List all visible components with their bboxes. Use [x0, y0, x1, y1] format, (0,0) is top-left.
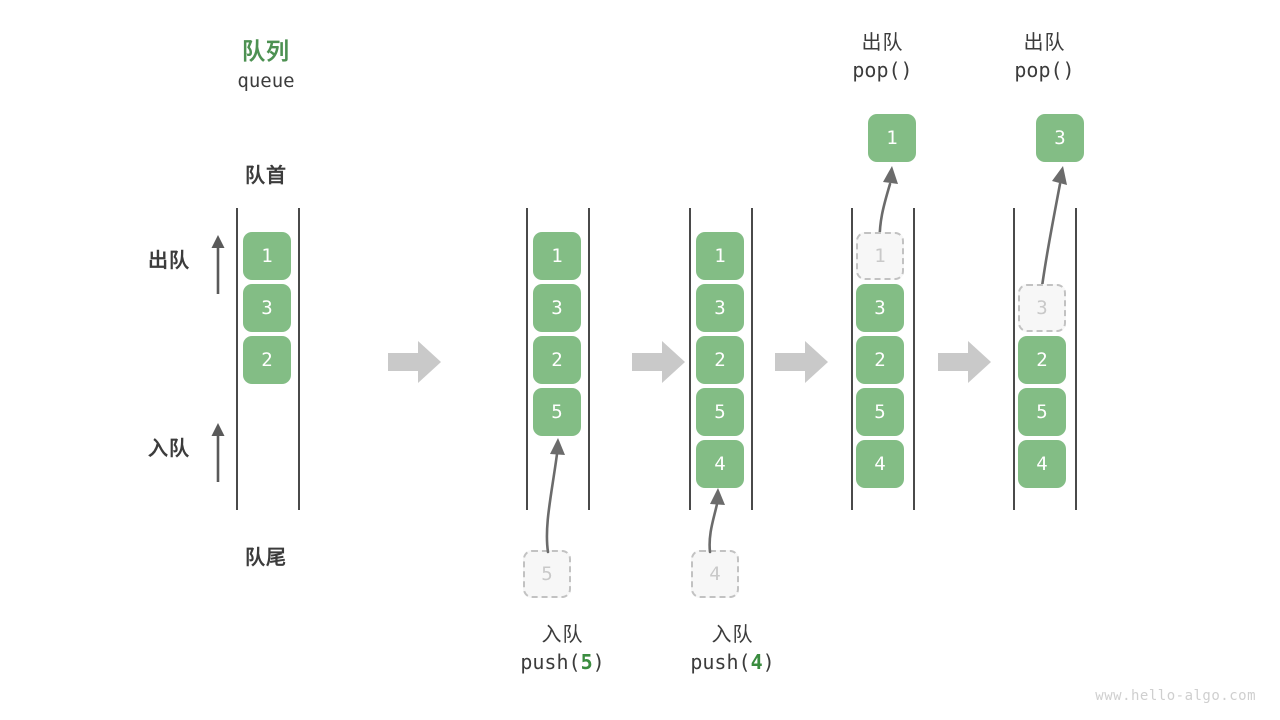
queue-rail-right-stage-4 — [1075, 208, 1077, 510]
flow-arrow-icon — [388, 341, 441, 383]
stage-caption-en: push(4) — [625, 648, 840, 676]
queue-cell: 5 — [1018, 388, 1066, 436]
queue-cell-removed: 1 — [856, 232, 904, 280]
queue-cell-new: 4 — [696, 440, 744, 488]
push-motion-arrow-icon — [545, 438, 565, 554]
queue-cell: 2 — [696, 336, 744, 384]
queue-rear-label: 队尾 — [245, 545, 287, 569]
queue-cell-removed: 3 — [1018, 284, 1066, 332]
queue-cell: 2 — [1018, 336, 1066, 384]
queue-rail-left-stage-4 — [1013, 208, 1015, 510]
stage-header-en: pop() — [1014, 58, 1075, 83]
caption-suffix: ) — [762, 650, 775, 675]
queue-rail-right-stage-2 — [751, 208, 753, 510]
page-title-en: queue — [237, 70, 295, 92]
dequeue-direction-label: 出队 — [148, 248, 190, 272]
page-title-cn: 队列 — [242, 39, 290, 65]
dequeue-arrow-icon — [211, 235, 225, 294]
queue-cell: 5 — [856, 388, 904, 436]
stage-caption-cn: 入队 — [541, 622, 584, 646]
stage-header-pop-3: 出队 pop() — [952, 28, 1137, 85]
incoming-ghost-cell: 4 — [691, 550, 739, 598]
caption-arg: 4 — [750, 650, 763, 675]
stage-header-en: pop() — [852, 58, 913, 83]
queue-cell: 5 — [696, 388, 744, 436]
queue-cell: 2 — [856, 336, 904, 384]
stage-header-cn: 出队 — [861, 30, 904, 54]
queue-cell: 3 — [243, 284, 291, 332]
popped-cell: 3 — [1036, 114, 1084, 162]
stage-caption-push-5: 入队 push(5) — [455, 620, 670, 677]
caption-prefix: push( — [520, 650, 581, 675]
stage-caption-en: push(5) — [455, 648, 670, 676]
stage-header-pop-1: 出队 pop() — [790, 28, 975, 85]
queue-cell: 3 — [856, 284, 904, 332]
queue-cell: 1 — [696, 232, 744, 280]
queue-rail-right-stage-1 — [588, 208, 590, 510]
caption-prefix: push( — [690, 650, 751, 675]
push-motion-arrow-icon — [708, 488, 725, 554]
caption-suffix: ) — [592, 650, 605, 675]
popped-cell: 1 — [868, 114, 916, 162]
queue-cell: 3 — [696, 284, 744, 332]
queue-cell: 1 — [243, 232, 291, 280]
queue-cell: 2 — [243, 336, 291, 384]
stage-header-cn: 出队 — [1023, 30, 1066, 54]
queue-rail-left-stage-3 — [851, 208, 853, 510]
queue-rail-left-stage-0 — [236, 208, 238, 510]
enqueue-arrow-icon — [211, 423, 225, 482]
queue-front-label: 队首 — [245, 163, 287, 187]
stage-caption-cn: 入队 — [711, 622, 754, 646]
queue-rail-right-stage-3 — [913, 208, 915, 510]
queue-cell: 2 — [533, 336, 581, 384]
queue-cell: 3 — [533, 284, 581, 332]
queue-cell: 4 — [856, 440, 904, 488]
queue-rail-left-stage-1 — [526, 208, 528, 510]
queue-cell: 4 — [1018, 440, 1066, 488]
queue-cell-new: 5 — [533, 388, 581, 436]
stage-caption-push-4: 入队 push(4) — [625, 620, 840, 677]
queue-rail-right-stage-0 — [298, 208, 300, 510]
flow-arrow-icon — [938, 341, 991, 383]
flow-arrow-icon — [632, 341, 685, 383]
queue-rail-left-stage-2 — [689, 208, 691, 510]
flow-arrow-icon — [775, 341, 828, 383]
caption-arg: 5 — [580, 650, 593, 675]
incoming-ghost-cell: 5 — [523, 550, 571, 598]
site-watermark: www.hello-algo.com — [1095, 688, 1256, 704]
queue-cell: 1 — [533, 232, 581, 280]
enqueue-direction-label: 入队 — [148, 436, 190, 460]
